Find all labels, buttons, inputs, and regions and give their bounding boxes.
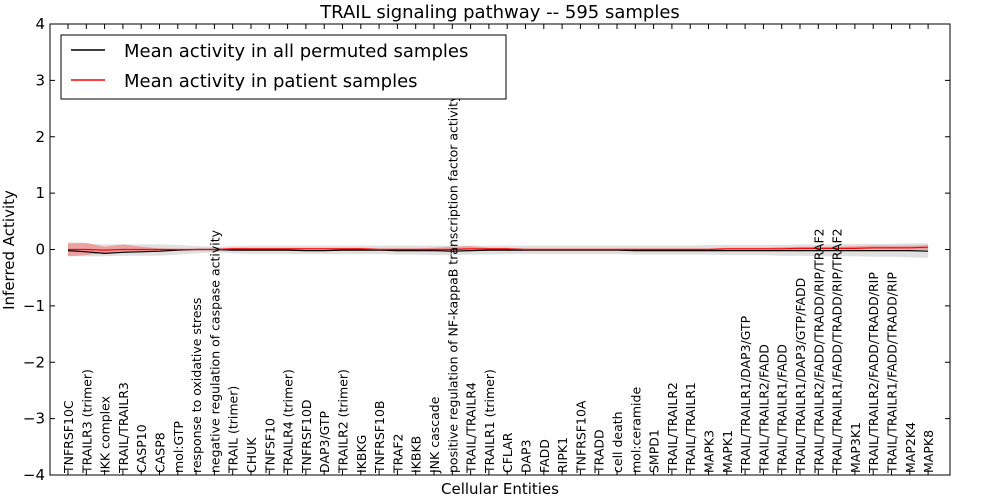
x-tick-label: IKBKG: [354, 435, 369, 473]
y-tick-label: −3: [23, 410, 45, 428]
x-tick-label: IKBKB: [409, 436, 424, 473]
x-tick-label: cell death: [610, 411, 625, 473]
x-tick-label: JNK cascade: [427, 396, 442, 474]
x-tick-label: TRAIL/TRAILR2: [665, 382, 680, 474]
x-tick-label: IKK complex: [98, 396, 113, 473]
x-tick-label: TRAILR1 (trimer): [482, 369, 497, 474]
x-tick-label: TRAIL/TRAILR2/FADD/TRADD/RIP: [866, 272, 881, 474]
y-tick-label: −4: [23, 466, 45, 484]
x-tick-label: TNFRSF10B: [372, 401, 387, 474]
y-tick-label: 1: [35, 184, 45, 202]
x-tick-label: MAP3K1: [848, 422, 863, 473]
x-tick-label: TNFRSF10C: [61, 400, 76, 474]
x-tick-label: DAP3/GTP: [317, 410, 332, 473]
y-tick-label: 3: [35, 71, 45, 89]
x-tick-label: TRAIL/TRAILR4: [464, 382, 479, 474]
y-tick-label: 2: [35, 128, 45, 146]
chart-title: TRAIL signaling pathway -- 595 samples: [319, 2, 680, 23]
legend-label-permuted: Mean activity in all permuted samples: [124, 41, 468, 62]
y-tick-label: 4: [35, 15, 45, 33]
series-lines: [67, 246, 929, 255]
x-tick-label: RIPK1: [555, 437, 570, 473]
x-tick-label: MAPK8: [921, 430, 936, 473]
x-tick-label: DAP3: [519, 440, 534, 473]
y-tick-label: −1: [23, 297, 45, 315]
x-tick-label: MAPK1: [720, 430, 735, 473]
x-tick-label: TRAILR2 (trimer): [336, 369, 351, 474]
x-tick-label: CASP10: [134, 424, 149, 473]
legend-box: [60, 34, 507, 100]
x-tick-label: TRAIL/TRAILR1: [683, 382, 698, 474]
x-tick-label: TRAILR4 (trimer): [281, 369, 296, 474]
x-tick-label: TRAIL/TRAILR1/FADD/TRADD/RIP: [885, 272, 900, 474]
x-tick-label: MAPK3: [702, 430, 717, 473]
x-tick-label: TNFRSF10A: [573, 400, 588, 474]
x-tick-label: CFLAR: [500, 432, 515, 473]
x-tick-label: response to oxidative stress: [189, 298, 204, 473]
x-tick-label: MAP2K4: [903, 422, 918, 473]
x-tick-label: TRAF2: [390, 433, 405, 474]
x-tick-label: TRAIL/TRAILR2/FADD/TRADD/RIP/TRAF2: [811, 228, 826, 474]
series-line-patient: [68, 246, 929, 251]
y-axis: −4 −3 −2 −1 0 1 2 3 4: [23, 15, 950, 484]
y-axis-label: Inferred Activity: [0, 190, 18, 310]
x-tick-label: mol:ceramide: [628, 387, 643, 473]
x-tick-label: TRAIL/TRAILR3: [116, 382, 131, 474]
x-tick-label: negative regulation of caspase activity: [207, 229, 222, 473]
x-tick-label: CHUK: [244, 437, 259, 473]
x-tick-label: positive regulation of NF-kappaB transcr…: [445, 94, 460, 473]
x-tick-label: TRAIL/TRAILR2/FADD: [756, 344, 771, 474]
x-tick-label: mol:GTP: [171, 421, 186, 473]
legend: Mean activity in all permuted samples Me…: [60, 34, 507, 100]
x-tick-label: FADD: [537, 439, 552, 473]
x-tick-label: TRAIL/TRAILR1/DAP3/GTP/FADD: [793, 278, 808, 474]
x-tick-label: TRAIL/TRAILR1/DAP3/GTP: [738, 315, 753, 474]
x-tick-label: TRADD: [592, 429, 607, 474]
x-axis-label: Cellular Entities: [441, 480, 559, 498]
x-tick-label: SMPD1: [647, 429, 662, 473]
x-tick-label: TRAILR3 (trimer): [79, 369, 94, 474]
x-tick-label: TRAIL/TRAILR1/FADD: [775, 344, 790, 474]
y-tick-label: 0: [35, 241, 45, 259]
x-tick-label: CASP8: [153, 432, 168, 473]
legend-label-patient: Mean activity in patient samples: [124, 71, 418, 92]
x-tick-label: TNFSF10: [262, 418, 277, 474]
y-tick-label: −2: [23, 353, 45, 371]
x-tick-label: TRAIL/TRAILR1/FADD/TRADD/RIP/TRAF2: [830, 228, 845, 474]
x-tick-label: TRAIL (trimer): [226, 386, 241, 474]
x-tick-label: TNFRSF10D: [299, 399, 314, 474]
